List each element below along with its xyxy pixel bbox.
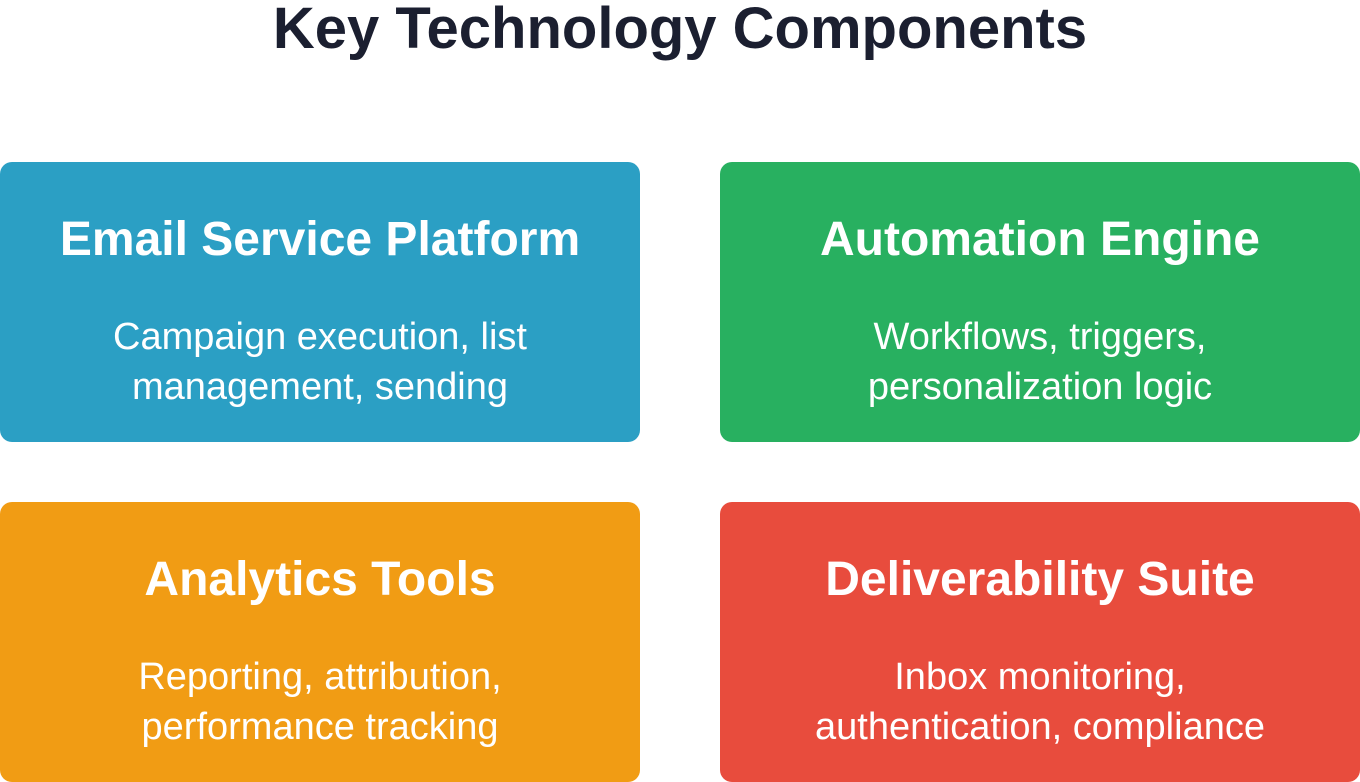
card-description-line: Reporting, attribution, [138,656,502,698]
card-description-line: personalization logic [867,366,1213,408]
card-description-line: management, sending [131,366,509,408]
card-analytics-tools: Analytics Tools Reporting, attribution, … [0,502,640,782]
card-description: Reporting, attribution, performance trac… [0,652,640,752]
card-deliverability-suite: Deliverability Suite Inbox monitoring, a… [720,502,1360,782]
card-title: Email Service Platform [59,213,581,266]
card-description: Workflows, triggers, personalization log… [720,312,1360,412]
card-email-service-platform: Email Service Platform Campaign executio… [0,162,640,442]
card-description-line: performance tracking [141,706,499,748]
card-title: Analytics Tools [144,553,496,606]
card-description-line: Campaign execution, list [113,316,527,358]
card-automation-engine: Automation Engine Workflows, triggers, p… [720,162,1360,442]
card-title: Automation Engine [820,213,1260,266]
card-description-line: authentication, compliance [815,706,1265,748]
card-title: Deliverability Suite [825,553,1255,606]
card-description-line: Inbox monitoring, [894,656,1186,698]
page-title: Key Technology Components [272,0,1088,61]
card-description-line: Workflows, triggers, [873,316,1207,358]
card-description: Campaign execution, list management, sen… [0,312,640,412]
card-description: Inbox monitoring, authentication, compli… [720,652,1360,752]
